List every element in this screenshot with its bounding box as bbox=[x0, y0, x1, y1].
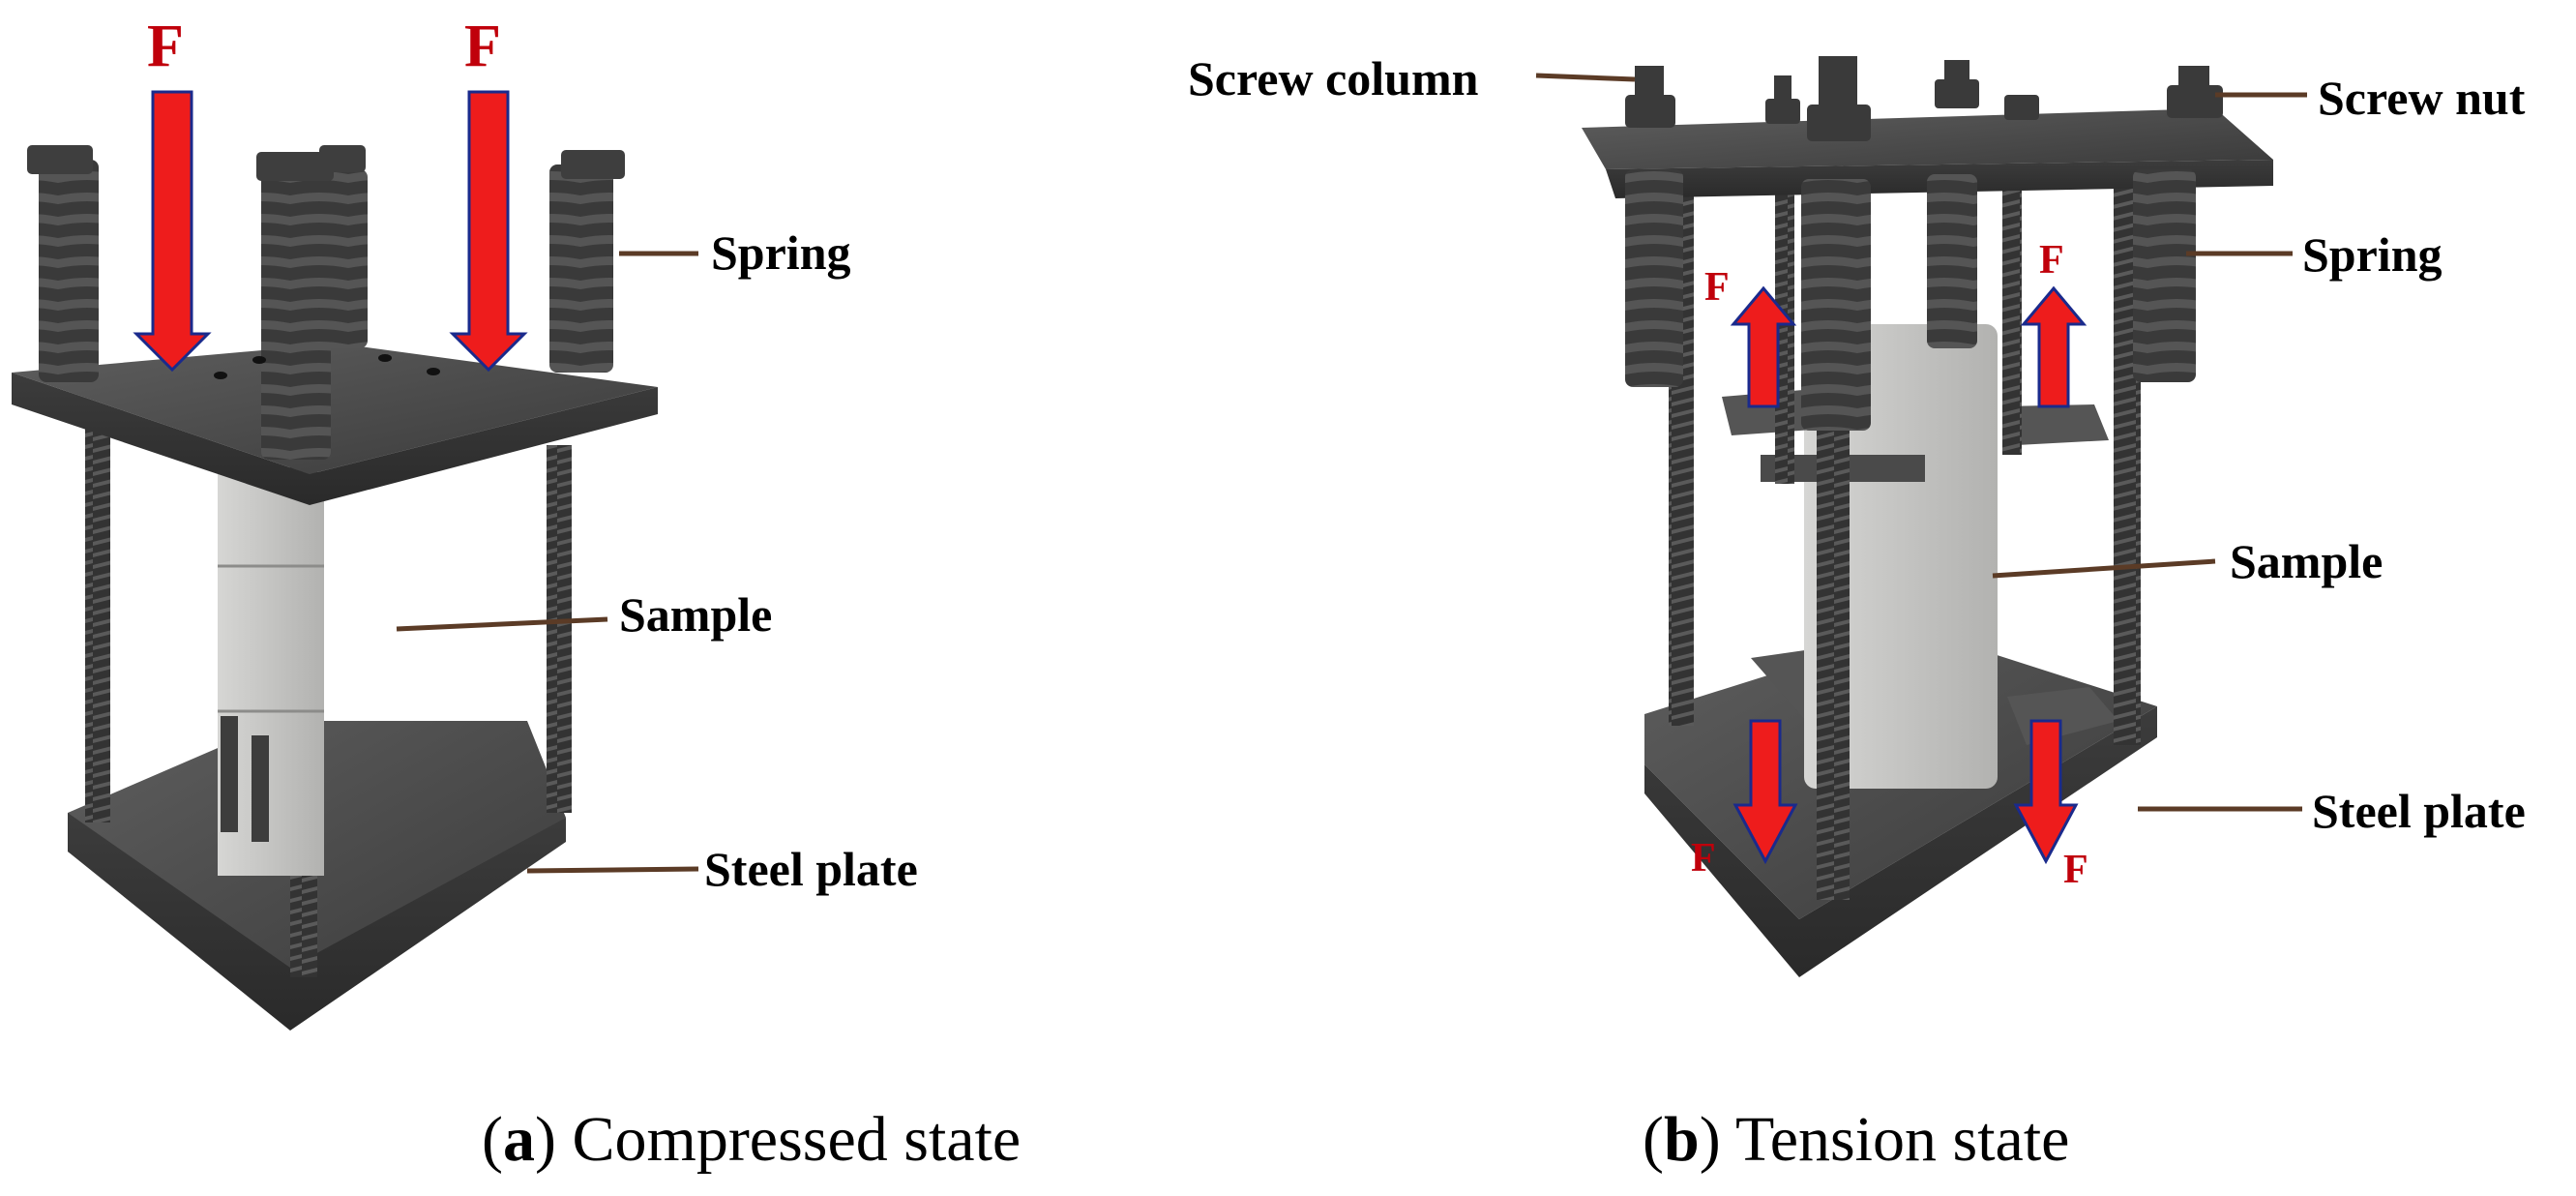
upper-clamp-plate bbox=[2002, 404, 2109, 445]
top-steel-plate-b bbox=[1582, 108, 2273, 169]
caption-b-letter: b bbox=[1663, 1104, 1700, 1175]
force-label: F bbox=[2063, 848, 2088, 892]
force-label: F bbox=[464, 14, 501, 79]
caption-a-text: Compressed state bbox=[572, 1104, 1022, 1175]
spring bbox=[1625, 169, 1683, 387]
bolt-head bbox=[256, 152, 334, 181]
plate-hole bbox=[214, 372, 227, 379]
bottom-steel-plate-edge-a bbox=[68, 813, 566, 1031]
spring bbox=[39, 160, 99, 382]
panel-a-apparatus bbox=[12, 145, 658, 1031]
plate-hole bbox=[427, 368, 440, 375]
label-sample-b: Sample bbox=[2230, 534, 2383, 588]
caption-a-letter: a bbox=[502, 1104, 535, 1175]
small-bolt bbox=[221, 716, 238, 832]
screw-column-head bbox=[2178, 66, 2209, 87]
screw-nut bbox=[2167, 85, 2223, 118]
leader-line bbox=[1535, 73, 1636, 82]
label-spring-b: Spring bbox=[2302, 227, 2443, 282]
panel-b-apparatus bbox=[1582, 56, 2273, 977]
label-screw-nut: Screw nut bbox=[2318, 71, 2526, 125]
label-sample-a: Sample bbox=[619, 587, 772, 642]
leader-line bbox=[396, 616, 608, 632]
label-spring-a: Spring bbox=[711, 225, 851, 280]
threaded-rod bbox=[1775, 194, 1794, 484]
spring bbox=[261, 169, 331, 460]
force-arrow-b-up-left bbox=[1730, 285, 1797, 408]
bolt-head bbox=[561, 150, 625, 179]
screw-nut bbox=[1625, 95, 1675, 128]
screw-column-head bbox=[1774, 75, 1791, 101]
spring bbox=[319, 169, 368, 348]
screw-column-head bbox=[1819, 56, 1857, 106]
caption-a: (a) Compressed state bbox=[482, 1104, 1022, 1175]
small-bolt bbox=[252, 735, 269, 842]
screw-nut bbox=[2004, 95, 2039, 120]
force-label: F bbox=[1691, 836, 1716, 881]
screw-nut bbox=[1935, 79, 1979, 108]
caption-b: (b) Tension state bbox=[1643, 1104, 2070, 1175]
spring bbox=[1801, 179, 1871, 431]
force-arrow-b-down-left bbox=[1732, 719, 1798, 865]
force-arrow-b-up-right bbox=[2020, 285, 2087, 408]
top-steel-plate-edge-a bbox=[12, 373, 658, 505]
screw-nut bbox=[1765, 99, 1800, 124]
spring bbox=[2133, 169, 2196, 382]
screw-column-head bbox=[1944, 60, 1969, 81]
label-steel-plate-b: Steel plate bbox=[2312, 784, 2526, 838]
spring bbox=[549, 164, 613, 373]
caption-b-text: Tension state bbox=[1735, 1104, 2070, 1175]
force-label: F bbox=[1704, 265, 1730, 310]
bottom-steel-plate-edge-b bbox=[1644, 706, 2157, 977]
screw-column-head bbox=[1635, 66, 1664, 99]
threaded-rod bbox=[547, 445, 572, 813]
threaded-rod bbox=[85, 426, 110, 822]
force-label: F bbox=[2039, 238, 2064, 283]
sample-block-b bbox=[1804, 324, 1998, 789]
top-steel-plate-a bbox=[12, 344, 658, 474]
bolt-head bbox=[319, 145, 366, 172]
leader-line bbox=[1992, 558, 2216, 579]
force-arrow-a-left bbox=[133, 90, 212, 373]
screw-nut bbox=[1807, 105, 1871, 141]
force-label: F bbox=[147, 14, 184, 79]
spring bbox=[1927, 174, 1977, 348]
plate-hole bbox=[378, 354, 392, 362]
leader-line bbox=[526, 866, 699, 874]
force-arrow-a-right bbox=[449, 90, 528, 373]
label-steel-plate-a: Steel plate bbox=[704, 842, 918, 896]
plate-hole bbox=[252, 356, 266, 364]
label-screw-column: Screw column bbox=[1188, 51, 1479, 105]
threaded-rod bbox=[2002, 184, 2022, 455]
force-arrow-b-down-right bbox=[2013, 719, 2079, 865]
bolt-head bbox=[27, 145, 93, 174]
